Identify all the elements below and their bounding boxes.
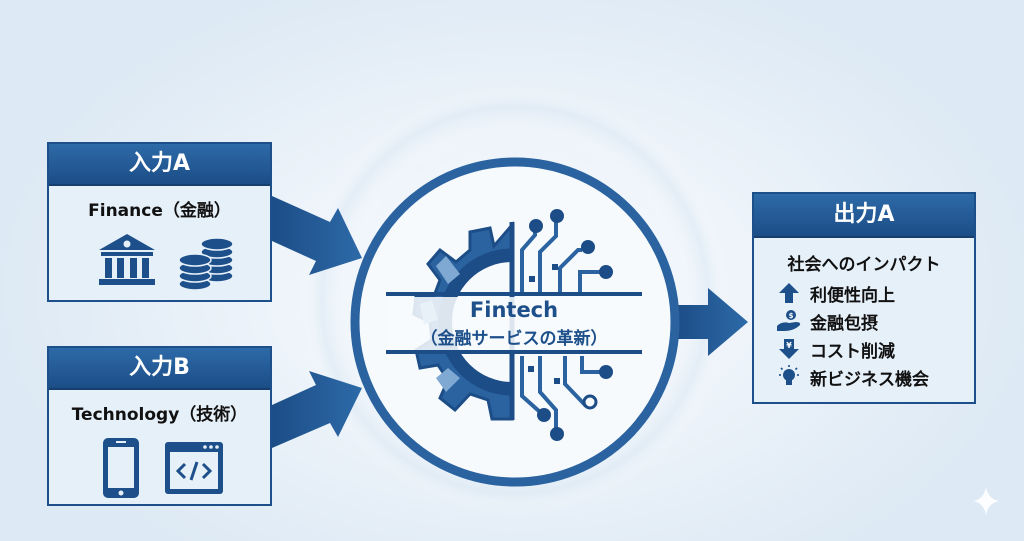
smartphone-icon [103, 438, 139, 498]
circuit-node-open [582, 394, 598, 410]
input-b-header: 入力B [49, 348, 270, 390]
impact-item-inclusion: $ 金融包摂 [776, 307, 929, 335]
coin-stack-icon [178, 237, 234, 291]
hand-coin-icon: $ [776, 309, 802, 333]
svg-text:$: $ [789, 312, 794, 320]
impact-item-cost-reduction: ¥ コスト削減 [776, 335, 929, 363]
arrow-center-to-output-a [676, 288, 748, 356]
input-b-box: 入力B Technology（技術） [47, 346, 272, 506]
input-b-label: Technology（技術） [71, 405, 248, 425]
impact-list: 利便性向上 $ 金融包摂 ¥ コスト削減 [776, 279, 929, 391]
bank-icon [99, 234, 155, 285]
input-a-label: Finance（金融） [88, 201, 231, 221]
fintech-subtitle: （金融サービスの革新） [420, 329, 608, 349]
svg-text:¥: ¥ [786, 341, 792, 350]
impact-item-new-business: 新ビジネス機会 [776, 363, 929, 391]
impact-item-convenience: 利便性向上 [776, 279, 929, 307]
arrow-up-icon [776, 281, 802, 305]
yen-down-arrow-icon: ¥ [776, 337, 802, 361]
sparkle-icon [973, 487, 999, 515]
circuit-nodes [528, 209, 613, 441]
lightbulb-icon [776, 365, 802, 389]
output-a-header: 出力A [754, 194, 974, 238]
output-a-box: 出力A 社会へのインパクト 利便性向上 $ 金融包摂 ¥ [752, 192, 976, 404]
code-window-icon [165, 442, 223, 494]
input-a-header: 入力A [49, 144, 270, 186]
input-a-box: 入力A Finance（金融） [47, 142, 272, 302]
fintech-title: Fintech [469, 298, 559, 322]
output-a-label: 社会へのインパクト [787, 255, 941, 275]
arrow-input-b-to-center [272, 371, 362, 448]
circuit-icon [520, 218, 600, 430]
arrow-input-a-to-center [272, 196, 362, 275]
